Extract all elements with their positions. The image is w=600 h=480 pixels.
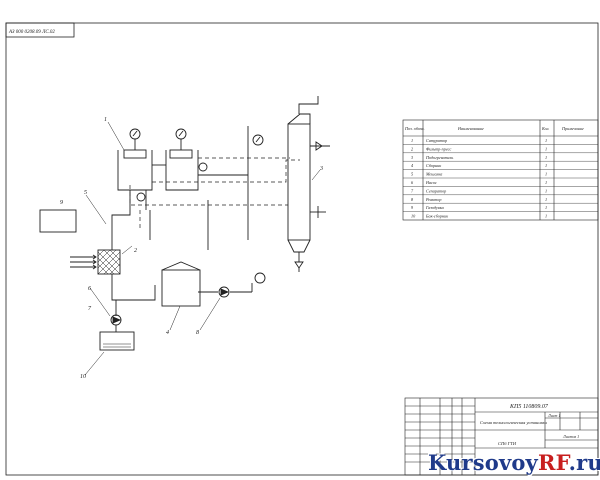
title-block-sheets: Листов 1 — [562, 434, 579, 439]
label-2: 2 — [134, 248, 137, 254]
spec-row-pos: 1 — [411, 138, 413, 143]
spec-header-note: Примечание — [561, 126, 584, 131]
label-3: 3 — [319, 166, 323, 172]
spec-row-qty: 1 — [545, 138, 547, 143]
label-9: 9 — [60, 200, 63, 206]
spec-header: Поз. обозн. Наименование Кол. Примечание — [404, 126, 584, 131]
spec-row-qty: 1 — [545, 163, 547, 168]
spec-row-qty: 1 — [545, 197, 547, 202]
spec-row-name: Сепаратор — [426, 188, 446, 193]
instrument-3 — [254, 272, 266, 284]
watermark-accent: RF — [537, 450, 569, 475]
label-5: 5 — [84, 190, 87, 196]
instrument-1 — [136, 192, 146, 202]
spec-row-qty: 1 — [545, 180, 547, 185]
label-4: 4 — [166, 329, 169, 336]
instrument-2 — [198, 162, 208, 172]
spec-table — [402, 119, 599, 221]
spec-row-name: Мешалка — [425, 172, 442, 177]
spec-row-pos: 5 — [411, 172, 413, 177]
spec-row-pos: 7 — [411, 188, 414, 193]
storage-tank — [161, 269, 201, 307]
equipment-box-left — [39, 209, 77, 233]
label-1: 1 — [104, 117, 107, 123]
spec-header-pos: Поз. обозн. — [404, 126, 425, 131]
spec-row-name: Фильтр-пресс — [426, 146, 451, 151]
spec-row-qty: 1 — [545, 146, 547, 151]
position-labels: 1 2 3 4 5 6 7 8 9 10 — [60, 117, 323, 380]
spec-row-qty: 1 — [545, 172, 547, 177]
spec-row-qty: 1 — [545, 214, 547, 219]
label-8: 8 — [196, 330, 199, 336]
spec-header-name: Наименование — [457, 126, 484, 131]
spec-row-qty: 1 — [545, 205, 547, 210]
process-diagram — [39, 96, 330, 376]
spec-row-pos: 10 — [411, 214, 416, 219]
spec-header-qty: Кол. — [541, 126, 549, 131]
title-block — [404, 397, 599, 476]
spec-row-name: Реактор — [425, 197, 441, 202]
vessel-right — [165, 150, 199, 191]
label-6: 6 — [88, 286, 91, 292]
watermark-main: Kursovoy — [428, 450, 538, 475]
spec-row-pos: 6 — [411, 180, 414, 185]
spec-rows: 1 Сатуратор 1 2 Фильтр-пресс 1 3 Подогреватель 1… — [411, 138, 547, 219]
title-block-code: КП5 110809.07 — [509, 404, 549, 410]
label-7: 7 — [88, 306, 92, 312]
top-stamp: АЗ 000 0208.09 ЛС.02 — [8, 30, 55, 35]
spec-row-pos: 3 — [411, 155, 413, 160]
spec-row-name: Подогреватель — [425, 155, 453, 160]
spec-row-name: Сатуратор — [426, 138, 447, 143]
column-top — [287, 113, 311, 125]
spec-row-pos: 8 — [411, 197, 414, 202]
top-stamp-box — [5, 22, 75, 38]
drain-valve — [294, 261, 304, 269]
spec-row-pos: 4 — [411, 163, 413, 168]
spec-row-name: Бак-сборник — [425, 214, 448, 219]
reactor-column — [287, 123, 311, 241]
spec-row-name: Сборник — [426, 163, 441, 168]
sheet-frame — [5, 22, 599, 476]
spec-row-name: Насос — [425, 180, 437, 185]
title-block-title: Схема технологическая установки — [480, 420, 548, 425]
spec-row-qty: 1 — [545, 155, 547, 160]
title-block-sheet: Лист 1 — [547, 413, 560, 418]
kursovoyrf-watermark: KursovoyRF.ru — [428, 450, 600, 475]
spec-row-qty: 1 — [545, 188, 547, 193]
vessel-left — [117, 150, 153, 191]
gauge-3 — [252, 134, 264, 146]
spec-row-pos: 2 — [411, 146, 413, 151]
label-10: 10 — [80, 374, 86, 380]
spec-row-pos: 9 — [411, 205, 414, 210]
title-block-org: СПб ГТИ — [498, 441, 517, 446]
collection-tank — [99, 331, 135, 351]
watermark-suffix: .ru — [568, 450, 600, 475]
spec-row-name: Газодувка — [425, 205, 444, 210]
